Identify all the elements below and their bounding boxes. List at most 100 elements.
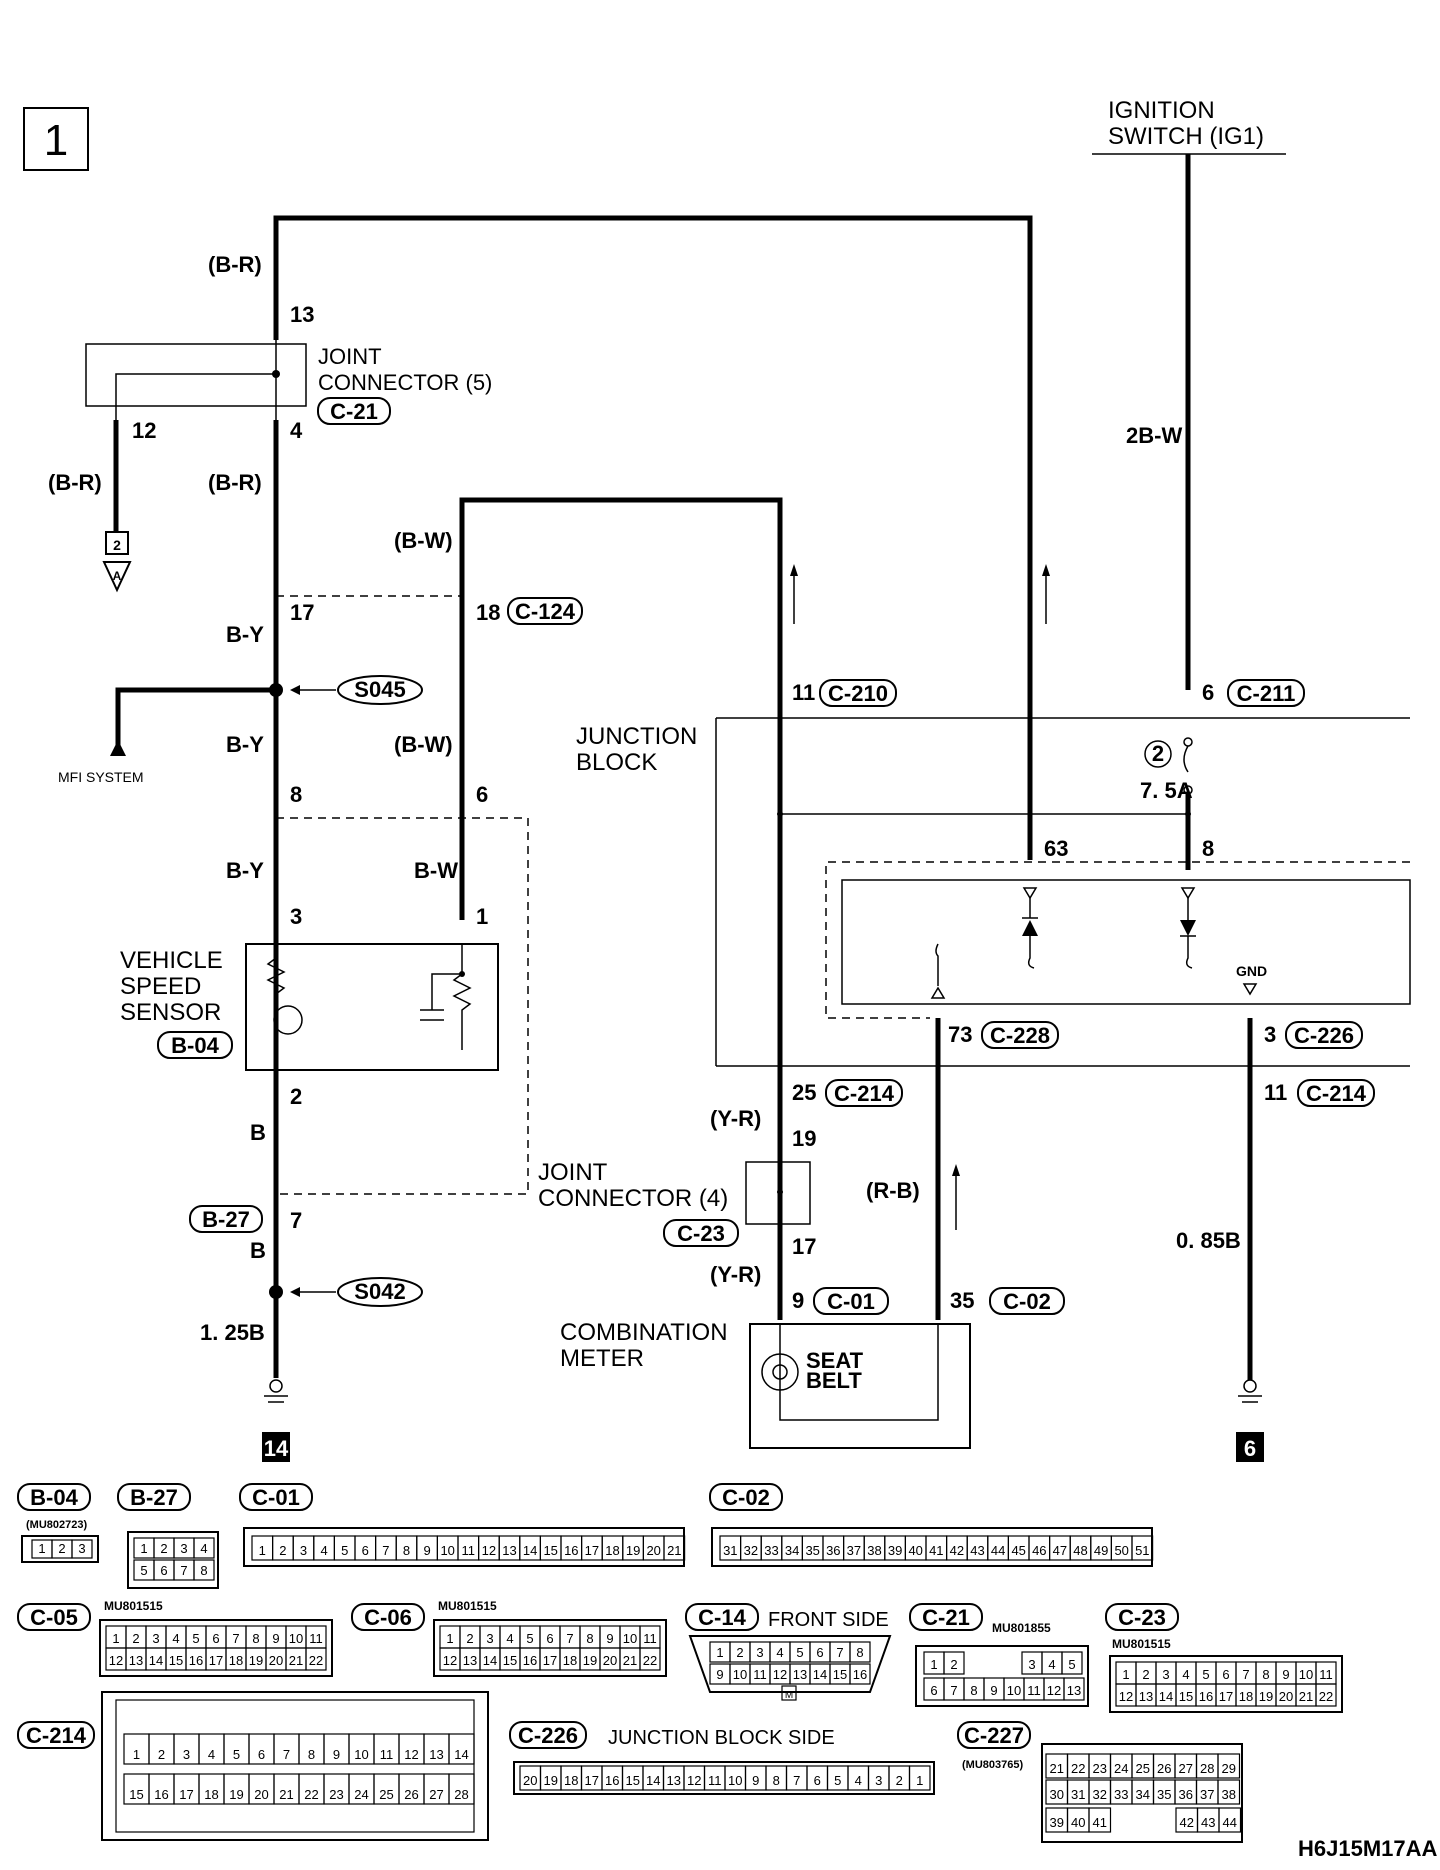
ignition-label-1: IGNITION xyxy=(1108,97,1215,124)
conn-c14-pill xyxy=(685,1603,759,1631)
conn-c05-pin: 3 xyxy=(152,1631,159,1646)
conn-b27-pin: 4 xyxy=(200,1541,207,1556)
conn-c23-pin: 13 xyxy=(1139,1689,1153,1704)
meter-pin-9: 9 xyxy=(792,1288,804,1313)
conn-c02-shell xyxy=(711,1527,1153,1567)
conn-c210: C-210 xyxy=(828,681,888,706)
conn-c214-pin: 5 xyxy=(233,1747,240,1762)
conn-b27-cell xyxy=(193,1559,215,1581)
conn-c21-pin: 8 xyxy=(970,1683,977,1698)
conn-c02-face-pill xyxy=(709,1483,783,1511)
jc5-label-2: CONNECTOR (5) xyxy=(318,370,492,395)
conn-b27-pin: 1 xyxy=(140,1541,147,1556)
conn-c227-pin: 22 xyxy=(1071,1761,1085,1776)
conn-c23-pin: 7 xyxy=(1242,1667,1249,1682)
conn-b27-pin: 7 xyxy=(180,1563,187,1578)
ref-letter: A xyxy=(113,569,122,583)
jc5-label-1: JOINT xyxy=(318,344,382,369)
conn-c06-pin: 18 xyxy=(563,1653,577,1668)
vss-pin-3: 3 xyxy=(290,904,302,929)
conn-c06-pin: 3 xyxy=(486,1631,493,1646)
jc5-pin-4: 4 xyxy=(290,418,303,443)
conn-b27-shell xyxy=(127,1531,219,1589)
conn-c23-pin: 19 xyxy=(1259,1689,1273,1704)
ground-right-gauge: 0. 85B xyxy=(1176,1228,1241,1253)
conn-c214-pin: 6 xyxy=(258,1747,265,1762)
conn-c23-label: C-23 xyxy=(1118,1605,1166,1630)
conn-c214-pin: 12 xyxy=(404,1747,418,1762)
conn-c214-pin: 18 xyxy=(204,1787,218,1802)
jb-label-2: BLOCK xyxy=(576,749,657,776)
conn-c227-pin: 37 xyxy=(1200,1787,1214,1802)
conn-c214-cell xyxy=(448,1733,475,1765)
ground-left-no: 14 xyxy=(264,1436,289,1461)
conn-c14-cell xyxy=(849,1663,871,1685)
vss-wire-bw: B-W xyxy=(414,858,458,883)
conn-c14-pin: 8 xyxy=(856,1645,863,1660)
conn-c214-pin: 11 xyxy=(380,1747,394,1762)
conn-c21-pin: 5 xyxy=(1068,1657,1075,1672)
conn-c211: C-211 xyxy=(1237,681,1296,706)
conn-c227-pin: 38 xyxy=(1222,1787,1236,1802)
conn-c23-pin: 10 xyxy=(1299,1667,1313,1682)
conn-c06-pin: 6 xyxy=(546,1631,553,1646)
seat-label-2: BELT xyxy=(806,1368,862,1393)
top-loop-wire xyxy=(273,215,1033,860)
seat-belt-lamp-icon xyxy=(761,1353,799,1391)
conn-c21-pin: 3 xyxy=(1028,1657,1035,1672)
conn-c227-cell xyxy=(1088,1807,1112,1833)
conn-c21-pin: 1 xyxy=(930,1657,937,1672)
ground-left-wire: B xyxy=(250,1238,266,1263)
vss-label-1: VEHICLE xyxy=(120,947,223,974)
bw-wire xyxy=(459,497,783,1080)
conn-c02-face-label: C-02 xyxy=(722,1485,770,1510)
conn-c14-pin: 13 xyxy=(793,1667,807,1682)
conn-c227-cell xyxy=(1217,1753,1241,1779)
conn-c06-part: MU801515 xyxy=(438,1599,497,1613)
conn-c02-pin: 42 xyxy=(950,1543,964,1558)
conn-c124: C-124 xyxy=(515,599,576,624)
conn-c23-shell xyxy=(1109,1655,1343,1713)
conn-c227-pin: 23 xyxy=(1093,1761,1107,1776)
conn-c02-pin: 35 xyxy=(805,1543,819,1558)
jb-pin-11b: 11 xyxy=(1264,1080,1287,1105)
conn-c214-pin: 16 xyxy=(154,1787,168,1802)
jc4-label-1: JOINT xyxy=(538,1159,608,1186)
jb-pin-8: 8 xyxy=(1202,836,1214,861)
conn-c23-pin: 6 xyxy=(1222,1667,1229,1682)
conn-b27-pin: 6 xyxy=(160,1563,167,1578)
conn-c14-key: M xyxy=(785,1690,793,1701)
conn-c23-pin: 16 xyxy=(1199,1689,1213,1704)
conn-c214-pin: 25 xyxy=(379,1787,393,1802)
conn-c05-shell xyxy=(99,1619,333,1677)
conn-c21-pin: 7 xyxy=(950,1683,957,1698)
conn-c23-pin: 22 xyxy=(1319,1689,1333,1704)
conn-b04-cell xyxy=(71,1539,93,1559)
conn-c06-pin: 13 xyxy=(463,1653,477,1668)
conn-c227-pin: 33 xyxy=(1114,1787,1128,1802)
conn-c14-cell xyxy=(849,1641,871,1663)
conn-c21-pin: 11 xyxy=(1027,1683,1041,1698)
conn-c05-pill xyxy=(17,1603,91,1631)
conn-c14-key-box xyxy=(781,1685,797,1701)
conn-c05-pin: 6 xyxy=(212,1631,219,1646)
conn-c01-pin: 17 xyxy=(585,1543,599,1558)
conn-c23-pin: 2 xyxy=(1142,1667,1149,1682)
jb-label-1: JUNCTION xyxy=(576,723,697,750)
conn-b04-part: (MU802723) xyxy=(26,1519,87,1531)
vss-conn: B-04 xyxy=(171,1033,219,1058)
conn-c01-pin: 15 xyxy=(543,1543,557,1558)
conn-c01-cell xyxy=(663,1535,686,1561)
conn-c226-pin: 13 xyxy=(667,1773,681,1788)
conn-c01-pin: 21 xyxy=(667,1543,681,1558)
conn-c14-side: FRONT SIDE xyxy=(768,1609,889,1631)
conn-c23-pin: 8 xyxy=(1262,1667,1269,1682)
conn-c23-pin: 11 xyxy=(1319,1667,1333,1682)
conn-c02-pin: 50 xyxy=(1114,1543,1128,1558)
s045-label: S045 xyxy=(354,677,405,702)
jc4-wire-bottom: (Y-R) xyxy=(710,1262,761,1287)
conn-c227-pin: 35 xyxy=(1157,1787,1171,1802)
conn-c214-pin: 14 xyxy=(454,1747,468,1762)
conn-c02-pin: 31 xyxy=(723,1543,737,1558)
